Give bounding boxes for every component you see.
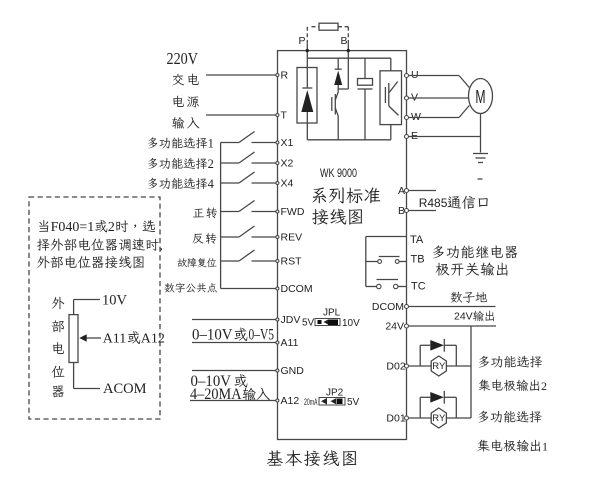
svg-text:24V: 24V [385,321,404,333]
svg-text:5V: 5V [347,397,360,408]
svg-text:JP2: JP2 [326,388,344,399]
svg-text:D01: D01 [386,413,405,425]
svg-text:R485: R485 [419,196,448,210]
svg-text:2: 2 [208,157,214,171]
svg-text:1: 1 [208,136,214,150]
svg-text:DCOM: DCOM [372,301,404,313]
svg-text:10V: 10V [342,318,360,329]
svg-text:P: P [298,35,305,47]
svg-text:DCOM: DCOM [281,283,313,295]
svg-text:0–10V: 0–10V [191,373,232,390]
svg-text:JDV: JDV [281,314,301,326]
svg-text:A11: A11 [103,332,127,347]
svg-text:2: 2 [541,379,547,393]
svg-text:X1: X1 [281,137,294,149]
svg-text:T: T [281,110,288,122]
svg-text:TA: TA [410,234,424,246]
svg-text:M: M [475,88,485,108]
svg-text:ACOM: ACOM [103,381,147,397]
svg-text:24V: 24V [454,311,473,323]
svg-text:RST: RST [281,256,303,268]
svg-text:A12: A12 [281,395,300,407]
svg-text:X4: X4 [281,178,294,190]
svg-text:R: R [281,70,289,82]
svg-text:RY: RY [432,361,446,372]
svg-text:RY: RY [432,413,446,424]
svg-text:A11: A11 [281,337,299,349]
svg-text:220V: 220V [167,49,199,68]
svg-text:X2: X2 [281,158,294,170]
svg-text:A12: A12 [141,332,165,347]
svg-text:10V: 10V [102,293,128,309]
svg-text:B: B [340,35,347,47]
svg-text:1: 1 [542,439,548,453]
svg-text:0–V5: 0–V5 [249,327,275,344]
svg-text:0–10V: 0–10V [192,327,233,344]
svg-text:A: A [398,185,405,197]
svg-text:WK 9000: WK 9000 [320,166,357,180]
svg-text:REV: REV [281,232,303,244]
svg-text:JPL: JPL [323,308,341,319]
svg-text:4–20MA: 4–20MA [190,386,242,403]
svg-text:B: B [398,205,405,217]
svg-text:GND: GND [281,365,305,377]
svg-text:F040=1: F040=1 [51,220,95,235]
svg-text:D02: D02 [386,361,405,373]
svg-text:FWD: FWD [281,206,305,218]
svg-text:20mA: 20mA [304,397,318,407]
svg-text:4: 4 [208,177,215,191]
svg-text:5V: 5V [302,318,315,329]
svg-text:TB: TB [411,254,425,266]
svg-text:TC: TC [411,281,426,293]
svg-text:2: 2 [108,220,115,235]
